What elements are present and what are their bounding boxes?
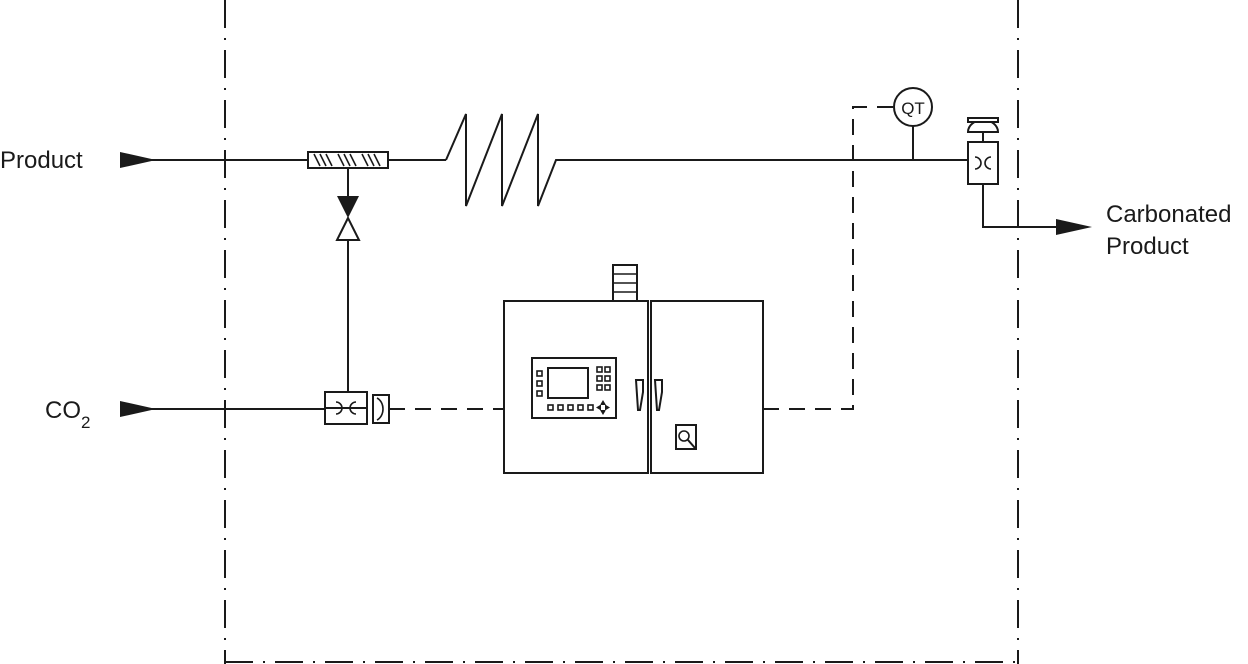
quality-transmitter: QT — [893, 87, 933, 160]
magnifier-icon — [675, 424, 697, 450]
static-mixer-icon — [307, 151, 389, 169]
product-label: Product — [0, 147, 83, 174]
flow-meter-icon — [324, 391, 368, 425]
door-handle-icon — [634, 379, 663, 411]
co2-label-main: CO — [45, 397, 81, 424]
outlet-label-line2: Product — [1106, 233, 1189, 260]
product-arrow-icon — [120, 152, 156, 168]
signal-line-qt — [763, 106, 894, 410]
hmi-screen — [547, 367, 589, 399]
cabinet-right-door — [650, 300, 764, 474]
outlet-label-line1: Carbonated — [1106, 201, 1231, 228]
control-cabinet-icon — [503, 264, 764, 474]
co2-arrow-icon — [120, 401, 156, 417]
control-valve-icon — [372, 394, 390, 424]
product-inlet: Product — [0, 147, 308, 174]
carbonated-outlet: Carbonated Product — [982, 184, 1231, 260]
qt-label: QT — [901, 99, 925, 118]
holding-coil-icon — [445, 113, 985, 207]
skid-boundary — [224, 0, 1019, 664]
check-valve-icon — [335, 168, 361, 392]
outlet-control-valve-icon — [966, 117, 1000, 185]
co2-inlet: CO2 — [45, 397, 325, 432]
outlet-arrow-icon — [1056, 219, 1092, 235]
hmi-nav-pad-icon — [596, 400, 610, 415]
hmi-panel-icon — [531, 357, 617, 419]
co2-label: CO2 — [45, 397, 90, 432]
co2-label-subscript: 2 — [81, 413, 90, 432]
